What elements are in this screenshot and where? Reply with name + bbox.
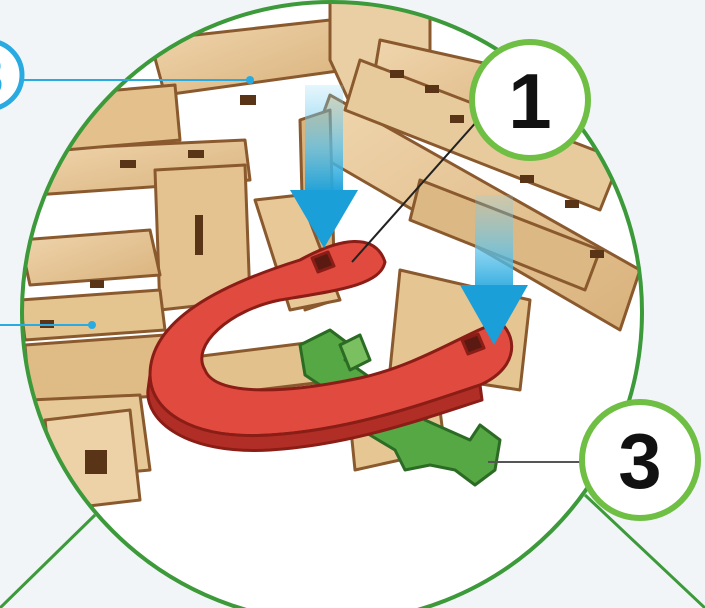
leader-dot-blue-mid [88,321,96,329]
callout-1-label: 1 [508,57,551,145]
callout-3-label: 3 [618,417,661,505]
callout-b-label: 3 [0,44,4,107]
leader-dot-blue-top [246,76,254,84]
callout-1: 1 [472,42,588,158]
zoom-leader-left [0,515,95,608]
callout-3: 3 [582,402,698,518]
callout-b-partial: 3 [0,41,22,109]
